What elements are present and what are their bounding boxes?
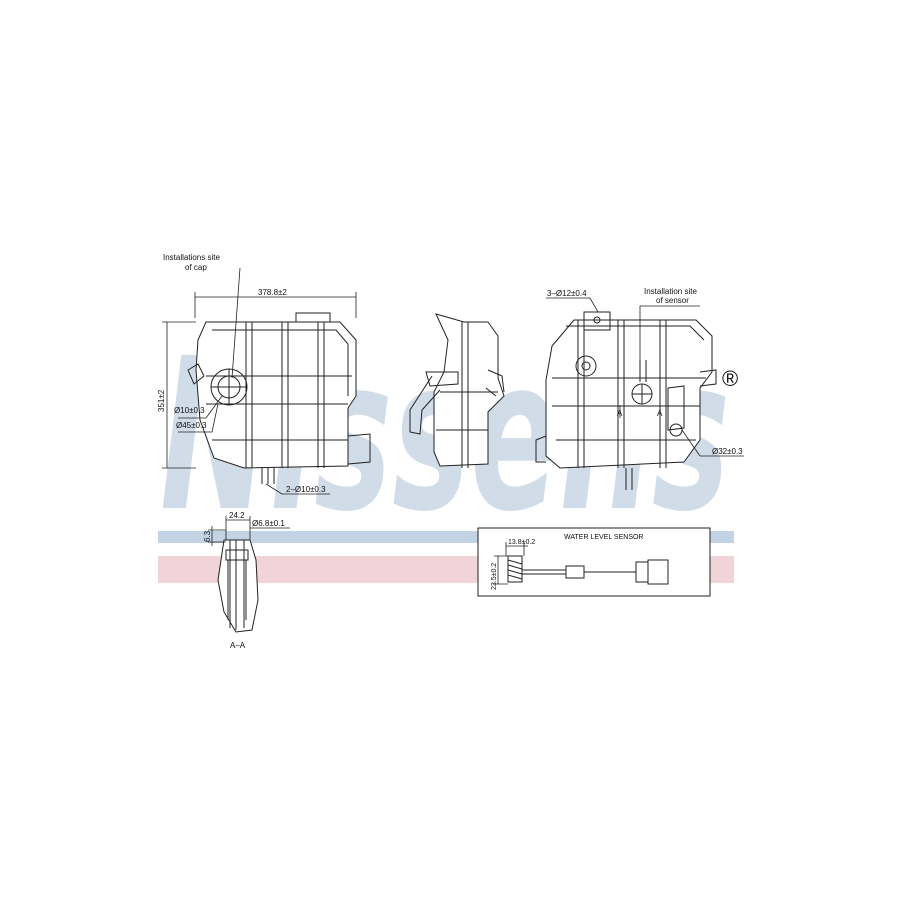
section-view-labels: 24.2 6.3 Ø6.8±0.1 A–A — [203, 511, 285, 650]
cap-diameter-dimension: Ø45±0.3 — [176, 421, 207, 430]
port-dimension: Ø32±0.3 — [712, 447, 743, 456]
width-dimension: 378.8±2 — [258, 288, 287, 297]
small-hole-dimension: Ø10±0.3 — [174, 406, 205, 415]
section-height-dimension: 6.3 — [203, 530, 212, 542]
section-width-dimension: 24.2 — [229, 511, 245, 520]
sensor-detail-labels: WATER LEVEL SENSOR 13.8±0.2 23.5±0.2 — [491, 534, 643, 590]
sensor-detail — [477, 527, 711, 597]
sensor-callout-line1: Installation site — [644, 287, 697, 296]
height-dimension: 351±2 — [157, 389, 166, 412]
pin-dimension: Ø6.8±0.1 — [252, 519, 285, 528]
section-caption: A–A — [230, 641, 246, 650]
front-view-labels: Installations site of cap 378.8±2 351±2 … — [157, 253, 326, 494]
holes-dimension: 3–Ø12±0.4 — [547, 289, 587, 298]
side-view — [409, 313, 505, 468]
sensor-length-dimension: 23.5±0.2 — [491, 563, 498, 590]
pins-dimension: 2–Ø10±0.3 — [286, 485, 326, 494]
front-view — [162, 267, 371, 495]
cap-callout-line2: of cap — [185, 263, 207, 272]
section-view — [208, 516, 290, 633]
sensor-diameter-dimension: 13.8±0.2 — [508, 539, 535, 546]
section-mark-left: A — [617, 409, 623, 418]
sensor-title: WATER LEVEL SENSOR — [564, 534, 643, 541]
registered-mark: ® — [722, 366, 738, 391]
section-mark-right: A — [657, 409, 663, 418]
rear-view — [535, 297, 744, 490]
cap-callout-line1: Installations site — [163, 253, 220, 262]
sensor-callout-line2: of sensor — [656, 296, 689, 305]
rear-view-labels: 3–Ø12±0.4 Installation site of sensor A … — [547, 287, 743, 456]
